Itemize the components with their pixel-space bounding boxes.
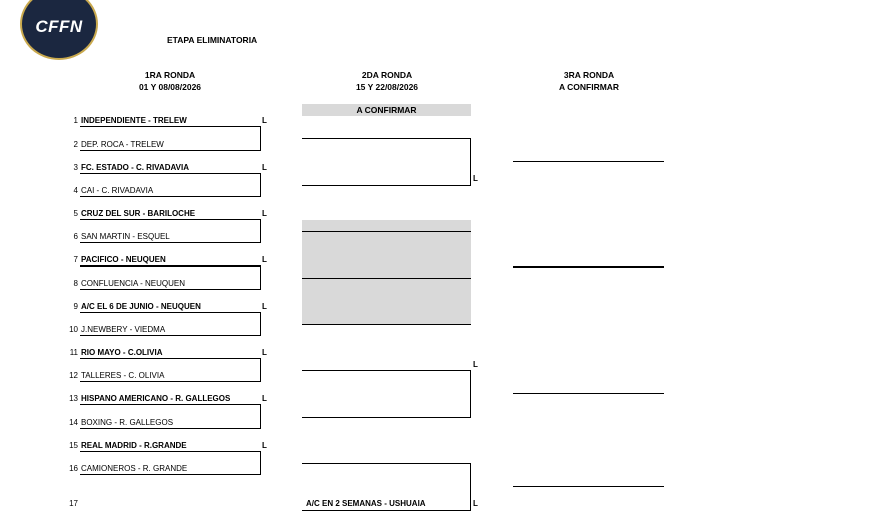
bracket-line [302,185,471,186]
local-marker: L [262,394,267,403]
logo-text: CFFN [35,17,83,36]
round-3-header: 3RA RONDA A CONFIRMAR [539,69,639,93]
bracket-line [80,219,261,220]
bracket-line [80,242,261,243]
team-name: TALLERES - C. OLIVIA [81,371,165,380]
team-name: J.NEWBERY - VIEDMA [81,325,166,334]
round-2-banner: A CONFIRMAR [302,104,471,116]
bracket-line [470,138,471,185]
bracket-line [80,428,261,429]
entry-number: 9 [73,302,78,311]
team-name: CONFLUENCIA - NEUQUEN [81,279,186,288]
entry-number: 11 [69,348,78,357]
local-marker: L [262,209,267,218]
team-name: DEP. ROCA - TRELEW [81,140,164,149]
team-name: BOXING - R. GALLEGOS [81,418,174,427]
round-1-date: 01 Y 08/08/2026 [138,82,202,92]
team-name: CRUZ DEL SUR - BARILOCHE [81,209,196,218]
bracket-line [80,126,261,127]
bracket-line [513,161,664,162]
bracket-line [80,196,261,197]
team-name: REAL MADRID - R.GRANDE [81,441,187,450]
entry-number: 17 [69,499,78,508]
entry-number: 14 [69,418,78,427]
entry-number: 13 [69,394,78,403]
bracket-line [302,417,471,418]
bracket-line [80,289,261,290]
entry-number: 8 [73,279,78,288]
entry-number: 2 [73,140,78,149]
local-marker: L [473,174,478,183]
local-marker: L [262,302,267,311]
bracket-line [80,474,261,475]
bracket-line [260,451,261,474]
bracket-line [302,463,471,464]
bracket-line [260,173,261,196]
bracket-line [302,510,471,511]
local-marker: L [473,360,478,369]
team-name: A/C EL 6 DE JUNIO - NEUQUEN [81,302,201,311]
team-name: INDEPENDIENTE - TRELEW [81,116,187,125]
entry-number: 1 [73,116,78,125]
entry-number: 4 [73,186,78,195]
round-2-date: 15 Y 22/08/2026 [355,82,419,92]
round-3-name: 3RA RONDA [563,70,615,80]
round-2-footer-match: A/C EN 2 SEMANAS - USHUAIA [306,499,426,508]
entry-number: 6 [73,232,78,241]
bracket-line [80,173,261,174]
bracket-line [302,231,471,232]
bracket-line [260,358,261,381]
bracket-line [302,278,471,279]
round-1-name: 1RA RONDA [144,70,196,80]
bracket-line [260,312,261,335]
team-name: CAI - C. RIVADAVIA [81,186,154,195]
pending-match-block [302,220,471,324]
team-name: FC. ESTADO - C. RIVADAVIA [81,163,189,172]
local-marker: L [262,116,267,125]
entry-number: 12 [69,371,78,380]
bracket-line [470,370,471,417]
team-name: PACIFICO - NEUQUEN [81,255,166,264]
local-marker: L [262,163,267,172]
team-name: CAMIONEROS - R. GRANDE [81,464,188,473]
bracket-line [80,358,261,359]
bracket-line [513,486,664,487]
round-3-date: A CONFIRMAR [558,82,620,92]
entry-number: 5 [73,209,78,218]
bracket-line [302,370,471,371]
bracket-line [80,265,261,267]
bracket-line [80,381,261,382]
bracket-line [260,265,261,289]
bracket-line [80,335,261,336]
bracket-line [470,463,471,510]
round-2-header: 2DA RONDA 15 Y 22/08/2026 [337,69,437,93]
bracket-line [302,324,471,325]
local-marker: L [262,441,267,450]
local-marker: L [262,348,267,357]
entry-number: 3 [73,163,78,172]
round-1-header: 1RA RONDA 01 Y 08/08/2026 [120,69,220,93]
entry-number: 7 [73,255,78,264]
team-name: SAN MARTIN - ESQUEL [81,232,170,241]
bracket-line [513,393,664,394]
bracket-line [80,404,261,405]
bracket-line [80,150,261,151]
entry-number: 15 [69,441,78,450]
entry-number: 10 [69,325,78,334]
team-name: RIO MAYO - C.OLIVIA [81,348,163,357]
team-name: HISPANO AMERICANO - R. GALLEGOS [81,394,231,403]
bracket-line [302,138,471,139]
bracket-line [80,451,261,452]
bracket-line [260,126,261,150]
round-2-name: 2DA RONDA [361,70,413,80]
bracket-line [260,219,261,242]
entry-number: 16 [69,464,78,473]
local-marker: L [262,255,267,264]
local-marker: L [473,499,478,508]
federation-logo: CFFN [20,0,98,60]
bracket-line [513,266,664,268]
page-title: ETAPA ELIMINATORIA [167,35,258,45]
bracket-line [80,312,261,313]
bracket-line [260,404,261,428]
